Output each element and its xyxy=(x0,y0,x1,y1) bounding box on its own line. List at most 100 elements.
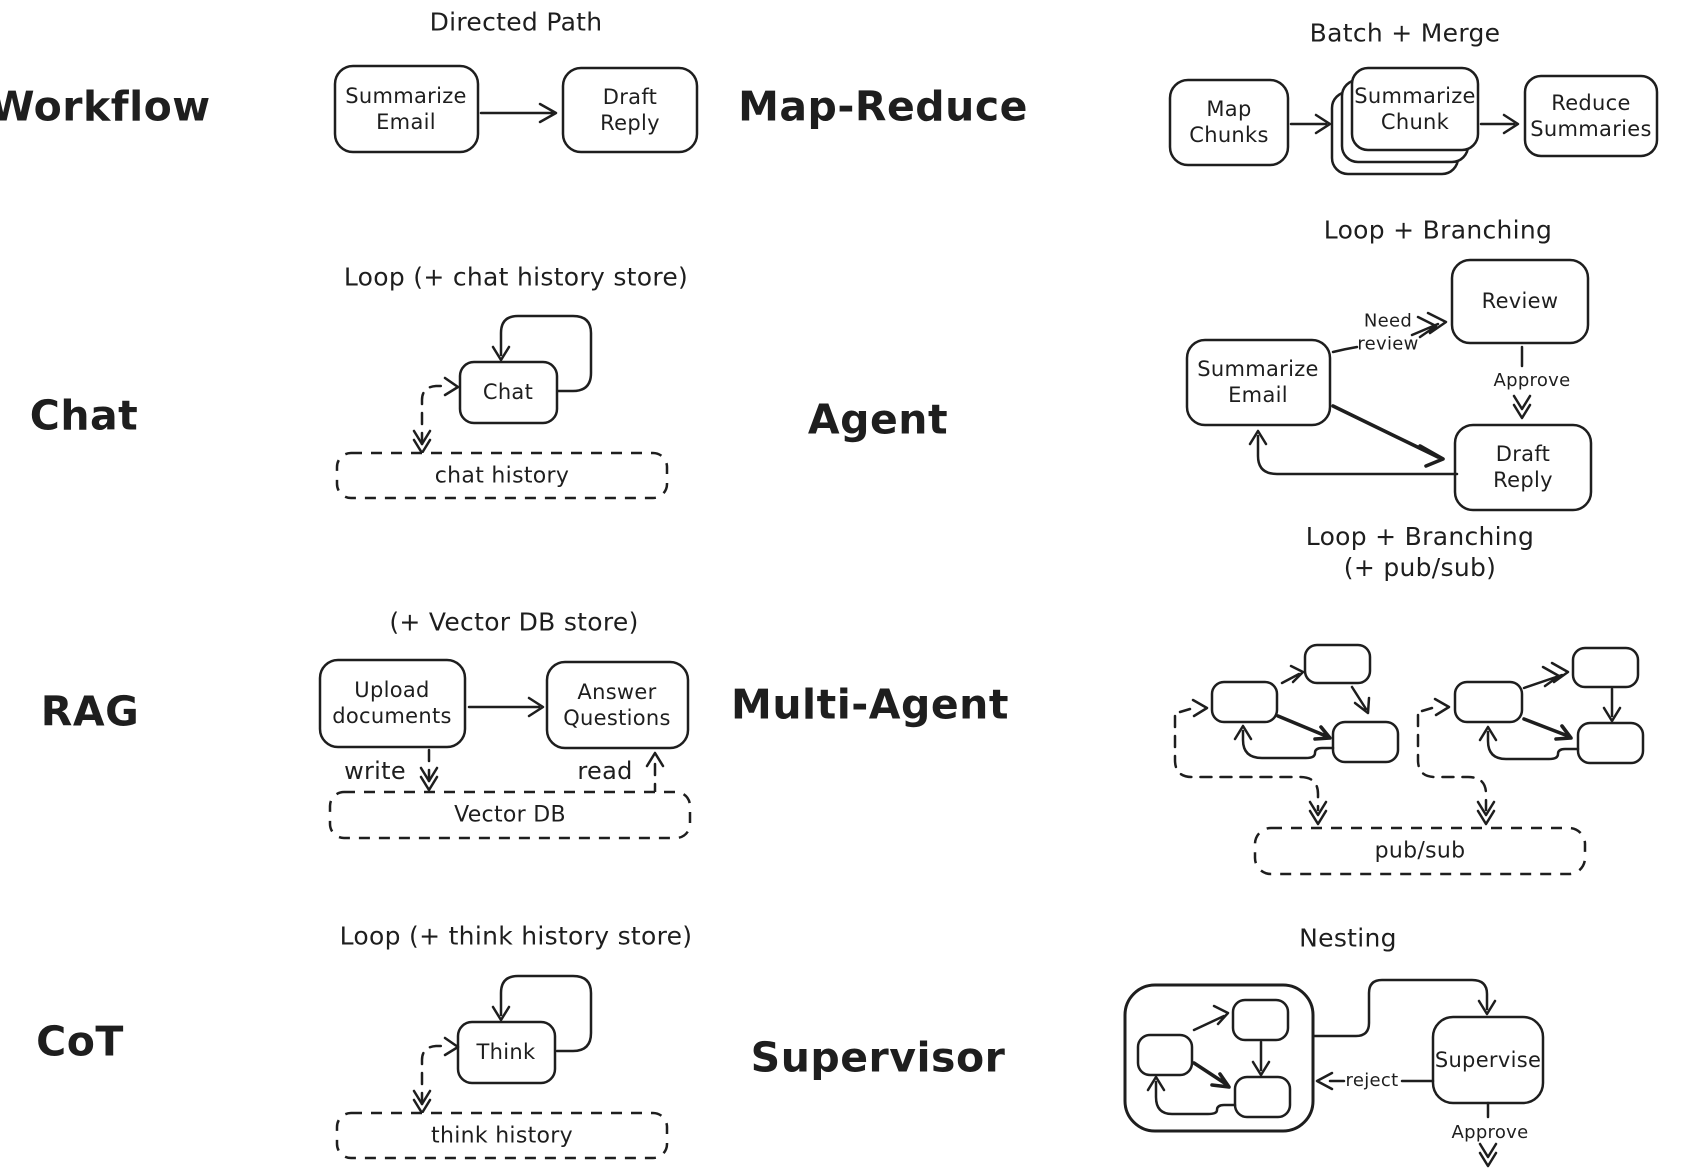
vector-db-text: Vector DB xyxy=(454,802,566,828)
map-reduce-diagram xyxy=(1168,66,1659,176)
cluster1-bottom-box xyxy=(1331,720,1400,764)
cot-diagram xyxy=(335,974,669,1160)
agent-diagram xyxy=(1185,258,1593,512)
chat-self-loop-arrow xyxy=(491,314,593,393)
think-box xyxy=(456,1020,557,1085)
map-chunks-text: Map Chunks xyxy=(1189,96,1269,147)
reject-edge-label: reject xyxy=(1345,1069,1399,1091)
need-review-edge-label: Need review xyxy=(1357,310,1419,355)
cluster1-left-box xyxy=(1210,680,1279,724)
upload-documents-box xyxy=(318,658,467,749)
cluster1-top-to-bottom-arrow xyxy=(1350,685,1371,715)
agent-draft-reply-box xyxy=(1453,423,1593,512)
reject-arrow xyxy=(1315,1071,1435,1091)
supervisor-diagram xyxy=(1123,978,1545,1168)
chat-diagram xyxy=(335,314,669,500)
workflow-diagram xyxy=(333,64,699,154)
map-reduce-title: Batch + Merge xyxy=(1309,18,1501,48)
multi-agent-diagram xyxy=(1173,643,1645,876)
map-reduce-label: Map-Reduce xyxy=(738,82,1028,131)
cluster1-left-to-top-arrow xyxy=(1280,664,1305,685)
cluster2-entry-arrowhead xyxy=(1433,697,1451,717)
answer-questions-box xyxy=(545,660,690,750)
rag-diagram xyxy=(318,658,692,840)
need-review-arrow xyxy=(1410,311,1448,339)
answer-questions-text: Answer Questions xyxy=(563,679,671,730)
cot-title: Loop (+ think history store) xyxy=(339,921,693,951)
multi-agent-title: Loop + Branching (+ pub/sub) xyxy=(1305,521,1535,582)
agent-review-box xyxy=(1450,258,1590,345)
chat-history-text: chat history xyxy=(434,463,570,489)
supervisor-label: Supervisor xyxy=(750,1033,1006,1082)
agent-title: Loop + Branching xyxy=(1323,215,1553,245)
nested-top-box xyxy=(1231,998,1290,1042)
think-node-text: Think xyxy=(476,1039,536,1064)
cluster2-entry-stub xyxy=(1420,706,1434,713)
agent-summarize-email-box xyxy=(1185,338,1332,427)
nested-left-box xyxy=(1136,1033,1194,1077)
supervisor-title: Nesting xyxy=(1299,923,1397,953)
agent-summarize-email-text: Summarize Email xyxy=(1197,356,1319,407)
cluster1-pubsub-dashed-path xyxy=(1173,714,1320,812)
think-store-dashed-link xyxy=(420,1044,445,1106)
supervise-text: Supervise xyxy=(1434,1047,1542,1072)
cluster2-loop-arrow xyxy=(1478,725,1580,761)
cluster2-top-to-bottom-arrow xyxy=(1602,687,1622,723)
map-chunks-box xyxy=(1168,78,1290,167)
nested-left-to-top-arrow xyxy=(1192,1004,1230,1032)
think-history-text: think history xyxy=(431,1123,573,1149)
reduce-summaries-box xyxy=(1523,74,1659,158)
cluster2-left-box xyxy=(1453,680,1524,724)
chat-title: Loop (+ chat history store) xyxy=(343,262,689,292)
reduce-summaries-text: Reduce Summaries xyxy=(1530,90,1652,141)
container-to-supervise-arrow xyxy=(1311,978,1497,1038)
chat-store-dashed-link xyxy=(420,384,445,446)
upload-to-answer-arrow xyxy=(467,696,545,718)
chat-node-text: Chat xyxy=(482,379,534,404)
summarize-to-reduce-arrow xyxy=(1479,113,1520,135)
nested-bottom-box xyxy=(1233,1075,1292,1119)
approve-out-edge-label: Approve xyxy=(1451,1121,1529,1143)
summarize-chunk-box xyxy=(1350,66,1480,152)
cluster1-entry-stub xyxy=(1178,707,1192,714)
draft-to-summarize-loop xyxy=(1248,429,1459,476)
think-store-right-arrowhead xyxy=(443,1036,460,1057)
pub-sub-store-box xyxy=(1253,826,1587,876)
read-edge-label: read xyxy=(577,757,633,785)
cluster2-pubsub-arrowhead xyxy=(1476,800,1496,826)
workflow-arrow xyxy=(479,102,558,124)
multi-agent-label: Multi-Agent xyxy=(731,680,1009,729)
chat-store-right-arrowhead xyxy=(443,376,460,397)
chat-box xyxy=(458,360,559,425)
nested-left-to-bottom-arrow xyxy=(1192,1061,1231,1089)
cluster2-left-to-top-arrow xyxy=(1522,661,1570,690)
workflow-title: Directed Path xyxy=(429,7,603,37)
agent-label: Agent xyxy=(807,395,949,444)
write-arrowhead xyxy=(419,766,439,792)
cot-label: CoT xyxy=(36,1017,124,1066)
rag-title: (+ Vector DB store) xyxy=(389,607,639,637)
write-edge-label: write xyxy=(344,757,406,785)
workflow-label: Workflow xyxy=(0,82,211,131)
approve-edge-label: Approve xyxy=(1493,369,1571,391)
cluster1-pubsub-arrowhead xyxy=(1308,800,1328,826)
nested-top-to-bottom-arrow xyxy=(1251,1040,1271,1077)
agent-draft-reply-text: Draft Reply xyxy=(1493,441,1553,492)
approve-arrow xyxy=(1512,345,1532,420)
cluster2-left-to-bottom-arrow xyxy=(1522,717,1573,741)
pub-sub-text: pub/sub xyxy=(1374,838,1466,864)
chat-history-store-box xyxy=(335,451,669,500)
cluster1-entry-arrowhead xyxy=(1191,698,1209,718)
map-to-summarize-arrow xyxy=(1289,113,1332,135)
need-review-stub xyxy=(1331,345,1359,354)
workflow-summarize-email-box xyxy=(333,64,480,154)
rag-label: RAG xyxy=(40,687,140,736)
summarize-to-draft-arrow xyxy=(1331,404,1445,468)
workflow-summarize-email-text: Summarize Email xyxy=(345,83,467,134)
cluster2-bottom-box xyxy=(1576,721,1645,765)
workflow-draft-reply-box xyxy=(561,66,699,154)
cluster2-pubsub-dashed-path xyxy=(1416,713,1488,812)
upload-documents-text: Upload documents xyxy=(332,677,452,728)
think-history-store-box xyxy=(335,1111,669,1160)
